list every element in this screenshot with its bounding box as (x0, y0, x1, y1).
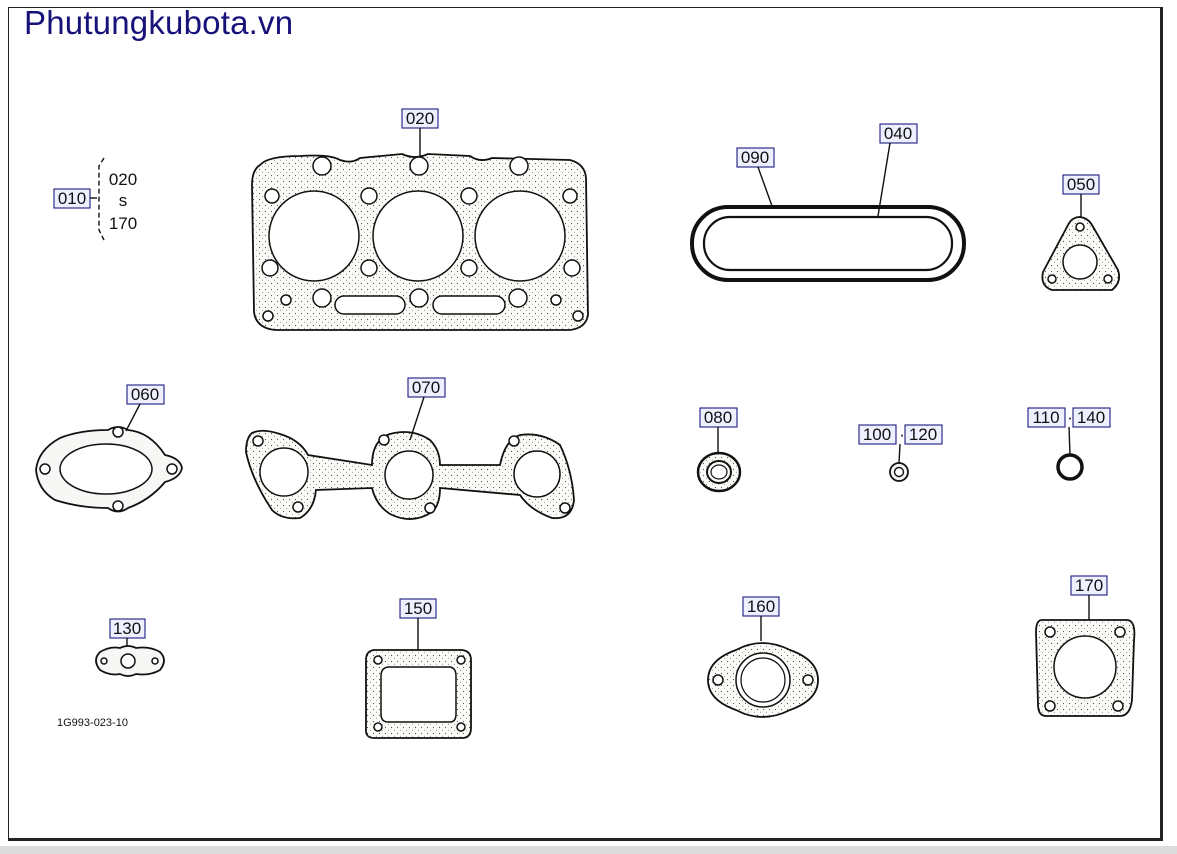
part-100-120-washer[interactable] (889, 462, 909, 482)
callout-070-group: 070 (407, 377, 446, 441)
callout-010[interactable]: 010 (58, 189, 86, 208)
callout-060[interactable]: 060 (131, 385, 159, 404)
callout-110-140-group: 110 · 140 (1027, 407, 1111, 456)
callout-150[interactable]: 150 (404, 599, 432, 618)
callout-170-group: 170 (1070, 575, 1108, 620)
callout-050-group: 050 (1062, 174, 1100, 217)
callout-110[interactable]: 110 (1032, 408, 1059, 427)
part-110-140-o-ring[interactable] (1056, 453, 1084, 481)
callout-020-group: 020 (401, 108, 439, 156)
callout-120[interactable]: 120 (909, 425, 937, 444)
callout-100-120-group: 100 · 120 (858, 424, 943, 464)
callout-090[interactable]: 090 (741, 148, 769, 167)
part-050-gasket[interactable] (1041, 216, 1121, 291)
bottom-strip (0, 846, 1177, 854)
callout-080[interactable]: 080 (704, 408, 732, 427)
callout-130-group: 130 (109, 618, 146, 646)
bracket-top-020: 020 (109, 170, 137, 189)
part-130-gasket[interactable] (95, 645, 165, 677)
callout-160[interactable]: 160 (747, 597, 775, 616)
part-040-090-seal[interactable] (690, 205, 966, 282)
part-160-flange-gasket[interactable] (707, 642, 819, 718)
callout-170[interactable]: 170 (1075, 576, 1103, 595)
callout-040-group: 040 (877, 123, 918, 217)
bracket-bottom-170: 170 (109, 214, 137, 233)
callout-080-group: 080 (699, 407, 738, 453)
callout-140[interactable]: 140 (1077, 408, 1105, 427)
callout-130[interactable]: 130 (113, 619, 141, 638)
callout-050[interactable]: 050 (1067, 175, 1095, 194)
separator-110-140: · (1067, 408, 1073, 427)
part-170-gasket[interactable] (1035, 619, 1136, 717)
part-070-manifold-gasket[interactable] (245, 429, 575, 520)
site-title: Phutungkubota.vn (24, 4, 294, 41)
bracket-tilde: s (119, 191, 128, 210)
callout-040[interactable]: 040 (884, 124, 912, 143)
part-150-gasket[interactable] (365, 649, 472, 739)
callout-150-group: 150 (399, 598, 437, 650)
callout-070[interactable]: 070 (412, 378, 440, 397)
callout-020[interactable]: 020 (406, 109, 434, 128)
callout-160-group: 160 (742, 596, 780, 641)
diagram-frame (8, 7, 1163, 841)
separator-100-120: · (899, 425, 905, 444)
part-080-oil-seal[interactable] (696, 451, 742, 493)
kit-bracket-010: 010 020 s 170 (53, 157, 137, 241)
reference-code: 1G993-023-10 (57, 717, 128, 729)
part-020-head-gasket[interactable] (251, 153, 589, 331)
callout-100[interactable]: 100 (863, 425, 891, 444)
callout-090-group: 090 (736, 147, 775, 207)
callout-060-group: 060 (125, 384, 165, 432)
part-060-gasket[interactable] (35, 426, 183, 513)
